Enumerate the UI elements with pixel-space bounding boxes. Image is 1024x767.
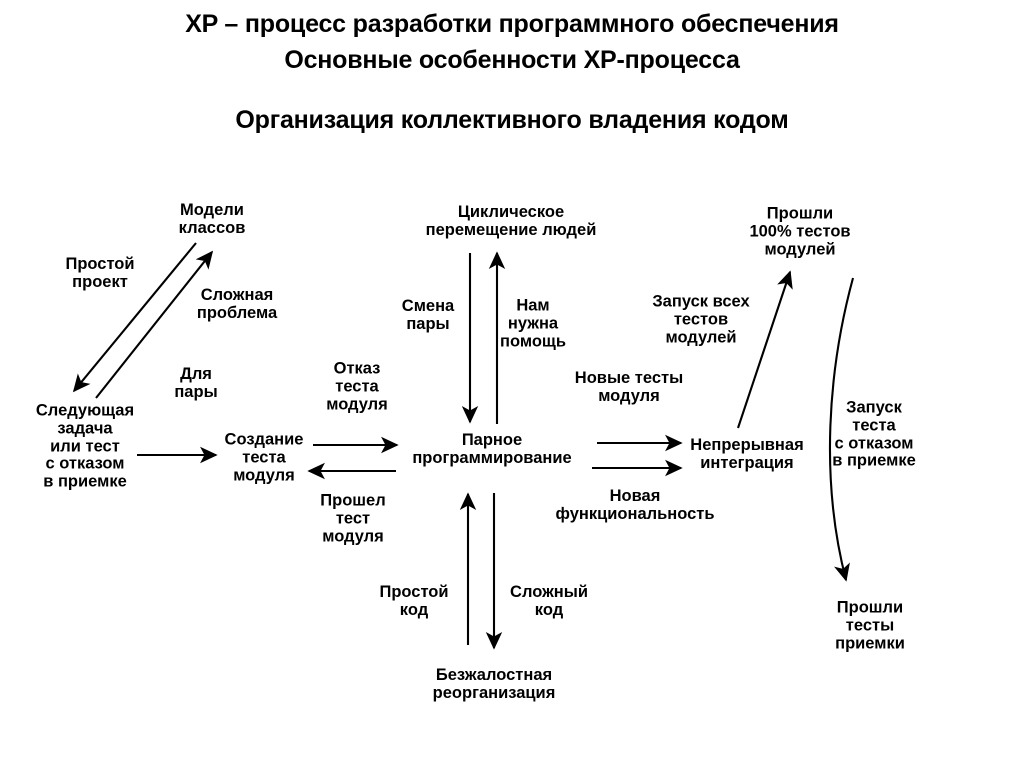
- node-parnoe-programmirovanie: Парное программирование: [412, 431, 572, 467]
- node-proshli-testy-priemki: Прошли тесты приемки: [835, 598, 905, 652]
- edge-zapusk-testa: [828, 277, 855, 582]
- edge-label-proshel-test: Прошел тест модуля: [320, 491, 386, 545]
- title-line-2: Основные особенности XP-процесса: [284, 46, 740, 74]
- edge-zapusk-vseh: [737, 270, 793, 429]
- node-sleduyushchaya-zadacha: Следующая задача или тест с отказом в пр…: [35, 401, 135, 491]
- edge-label-slozhnaya-problema: Сложная проблема: [196, 286, 278, 322]
- edge-label-novaya-funkcionalnost: Новая функциональность: [555, 487, 715, 523]
- edge-prostoy-proekt: [72, 242, 197, 393]
- node-proshli-100-testov: Прошли 100% тестов модулей: [749, 204, 851, 258]
- edge-label-dlya-pary: Для пары: [174, 365, 218, 401]
- edge-slozhnaya-problema: [95, 250, 214, 399]
- edge-label-novye-testy-modulya: Новые тесты модуля: [574, 369, 684, 405]
- node-sozdanie-testa-modulya: Создание теста модуля: [224, 430, 304, 484]
- subtitle-line-1: Организация коллективного владения кодом: [235, 106, 789, 134]
- edge-label-zapusk-vseh-testov: Запуск всех тестов модулей: [652, 292, 750, 346]
- edge-label-zapusk-testa-s-otkazom: Запуск теста с отказом в приемке: [832, 398, 916, 470]
- edge-label-prostoy-kod: Простой код: [379, 583, 449, 619]
- edge-label-nam-nuzhna-pomoshch: Нам нужна помощь: [500, 296, 566, 350]
- title-line-1: XP – процесс разработки программного обе…: [185, 10, 839, 38]
- node-modeli-klassov: Модели классов: [178, 201, 246, 237]
- node-ciklicheskoe-peremeshchenie: Циклическое перемещение людей: [425, 203, 597, 239]
- page-subtitle: Организация коллективного владения кодом: [0, 103, 1024, 137]
- edge-label-slozhnyy-kod: Сложный код: [510, 583, 588, 619]
- edge-label-smena-pary: Смена пары: [401, 297, 455, 333]
- edge-label-prostoy-proekt: Простой проект: [65, 255, 135, 291]
- node-bezzhalostnaya-reorganizaciya: Безжалостная реорганизация: [432, 666, 556, 702]
- node-nepreryvnaya-integraciya: Непрерывная интеграция: [690, 436, 804, 472]
- page-title: XP – процесс разработки программного обе…: [0, 6, 1024, 78]
- edge-label-otkaz-testa: Отказ теста модуля: [326, 359, 388, 413]
